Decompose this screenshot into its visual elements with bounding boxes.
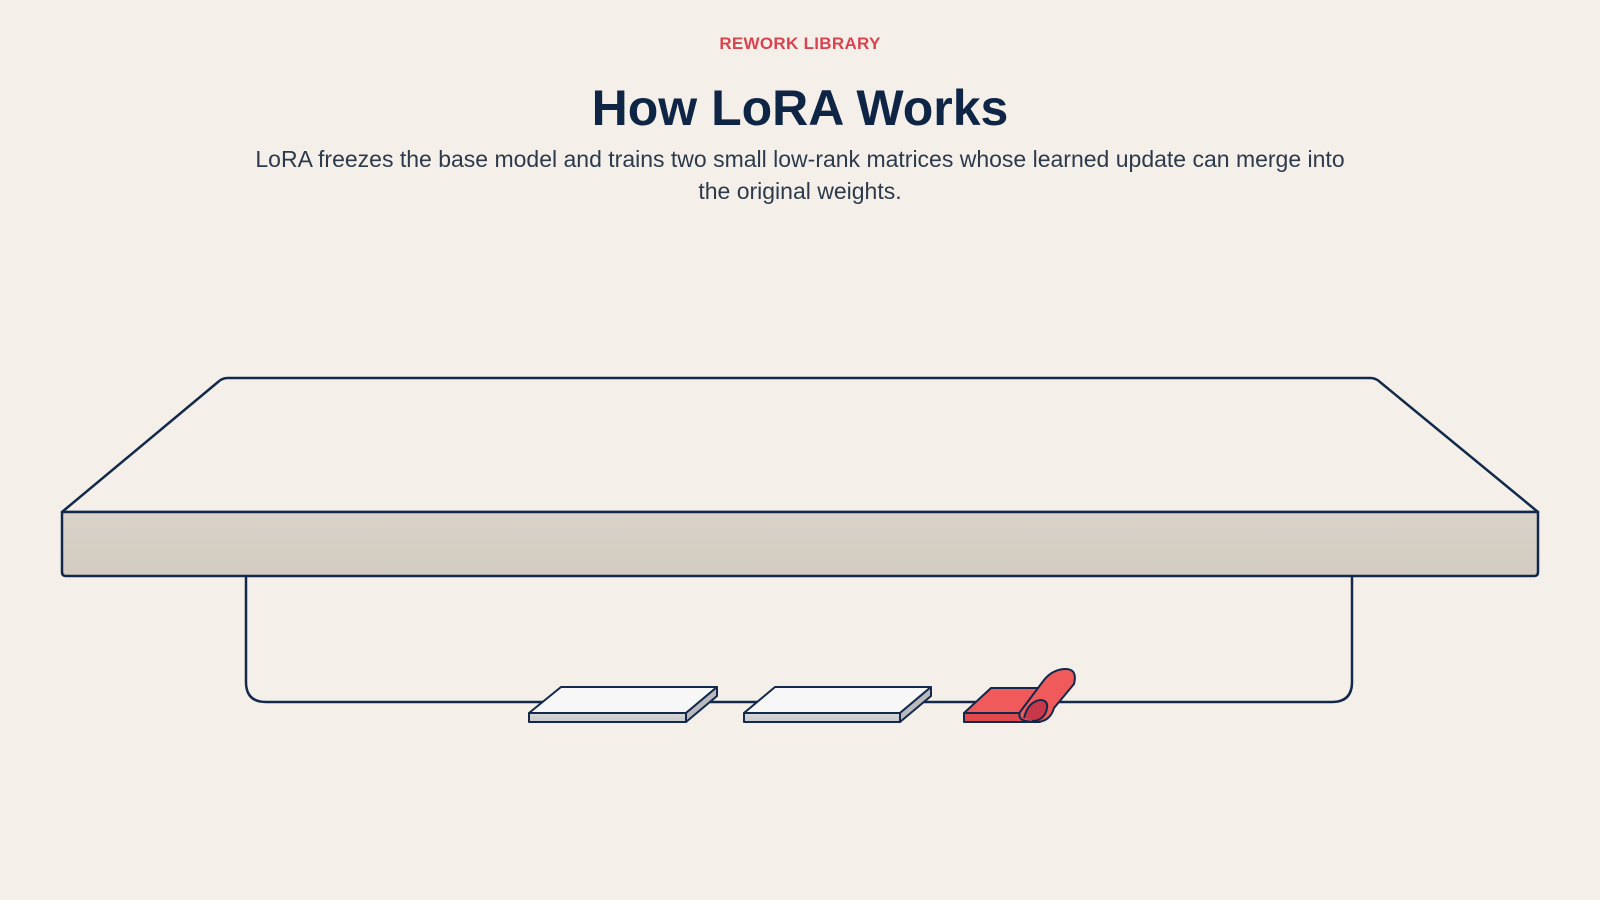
page-title: How LoRA Works bbox=[591, 80, 1009, 136]
matrix-a-slab bbox=[528, 686, 718, 723]
matrix-a-top bbox=[528, 686, 718, 714]
eyebrow-label: REWORK LIBRARY bbox=[719, 34, 881, 53]
matrix-b-side bbox=[899, 686, 932, 723]
matrix-b-top bbox=[743, 686, 932, 714]
page-subtitle: LoRA freezes the base model and trains t… bbox=[255, 146, 1345, 204]
matrix-b-front bbox=[743, 712, 901, 723]
learned-update-roll bbox=[1023, 699, 1049, 722]
matrix-a-side bbox=[685, 686, 718, 723]
base-model-top bbox=[60, 376, 1540, 514]
connector-path bbox=[244, 576, 1354, 704]
matrix-a-front bbox=[528, 712, 687, 723]
base-model-slab bbox=[60, 376, 1540, 578]
learned-update-sheet bbox=[963, 667, 1076, 723]
matrix-b-slab bbox=[743, 686, 932, 723]
base-model-front bbox=[60, 510, 1540, 578]
